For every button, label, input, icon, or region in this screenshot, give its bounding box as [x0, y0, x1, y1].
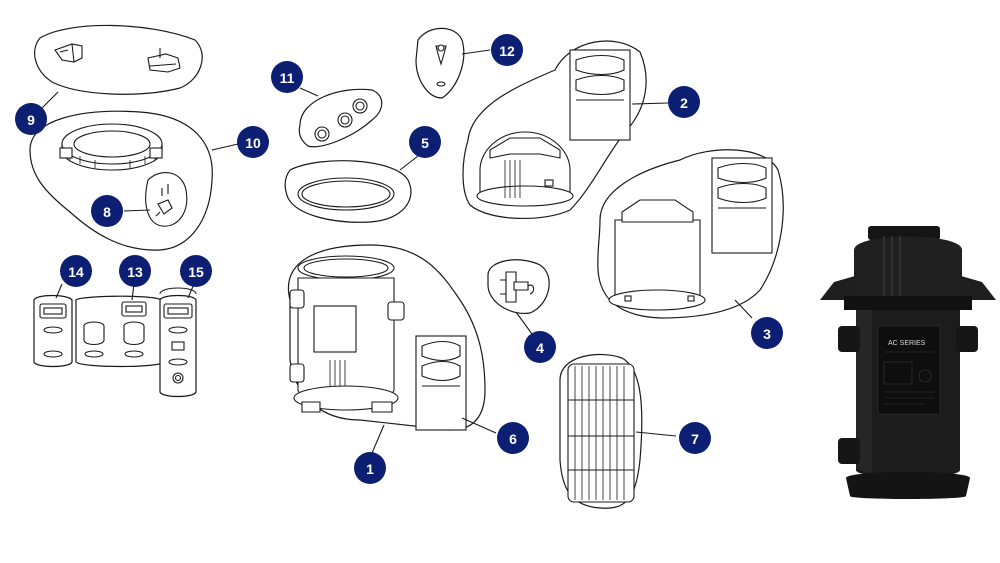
part-7-cartridge[interactable]: [559, 353, 643, 509]
badge-number: 3: [763, 326, 771, 342]
callout-badge-9[interactable]: 9: [15, 103, 47, 135]
badge-number: 6: [509, 431, 517, 447]
part-14-gauge[interactable]: [33, 294, 73, 368]
badge-circle: [491, 34, 523, 66]
badge-circle: [409, 126, 441, 158]
badge-number: 9: [27, 112, 35, 128]
product-image: AC SERIES: [820, 226, 996, 499]
badge-circle: [497, 422, 529, 454]
part-6-label[interactable]: [415, 335, 467, 431]
part-5-o-ring[interactable]: [284, 160, 412, 223]
product-label-title: AC SERIES: [888, 340, 926, 347]
callout-badge-8[interactable]: 8: [91, 195, 123, 227]
badge-number: 10: [245, 135, 261, 151]
callout-badge-6[interactable]: 6: [497, 422, 529, 454]
badge-number: 8: [103, 204, 111, 220]
badge-number: 15: [188, 264, 204, 280]
part-15-gauge-assembly[interactable]: [159, 287, 197, 398]
badge-circle: [60, 255, 92, 287]
part-2-lid[interactable]: [462, 40, 647, 220]
part-13-gauge-kit[interactable]: [75, 295, 165, 368]
badge-number: 1: [366, 461, 374, 477]
part-9-clips[interactable]: [34, 24, 203, 95]
callout-badge-15[interactable]: 15: [180, 255, 212, 287]
callout-badge-7[interactable]: 7: [679, 422, 711, 454]
callout-badge-14[interactable]: 14: [60, 255, 92, 287]
part-10-lock-ring[interactable]: [29, 110, 213, 251]
badge-circle: [237, 126, 269, 158]
badge-number: 4: [536, 340, 544, 356]
part-11-plugs[interactable]: [298, 88, 383, 148]
part-12-knob[interactable]: [415, 27, 465, 99]
callout-badge-13[interactable]: 13: [119, 255, 151, 287]
callout-badge-10[interactable]: 10: [237, 126, 269, 158]
callout-badge-11[interactable]: 11: [271, 61, 303, 93]
badge-circle: [119, 255, 151, 287]
part-8-bleeder[interactable]: [145, 172, 188, 227]
part-1-tank-body[interactable]: [287, 244, 486, 431]
badge-circle: [668, 86, 700, 118]
callout-badge-4[interactable]: 4: [524, 331, 556, 363]
badge-number: 11: [280, 70, 295, 86]
badge-circle: [91, 195, 123, 227]
badge-circle: [271, 61, 303, 93]
badge-number: 2: [680, 95, 688, 111]
callout-badge-1[interactable]: 1: [354, 452, 386, 484]
badge-circle: [679, 422, 711, 454]
badge-circle: [524, 331, 556, 363]
part-3-lid[interactable]: [597, 149, 784, 319]
badge-circle: [180, 255, 212, 287]
badge-circle: [354, 452, 386, 484]
badge-number: 7: [691, 431, 699, 447]
callout-badge-5[interactable]: 5: [409, 126, 441, 158]
badge-number: 13: [127, 264, 143, 280]
badge-circle: [15, 103, 47, 135]
badge-number: 12: [499, 43, 515, 59]
callout-badge-2[interactable]: 2: [668, 86, 700, 118]
badge-number: 14: [68, 264, 84, 280]
callout-badge-3[interactable]: 3: [751, 317, 783, 349]
badge-circle: [751, 317, 783, 349]
callout-badge-12[interactable]: 12: [491, 34, 523, 66]
part-4-valve[interactable]: [487, 259, 550, 314]
badge-number: 5: [421, 135, 429, 151]
